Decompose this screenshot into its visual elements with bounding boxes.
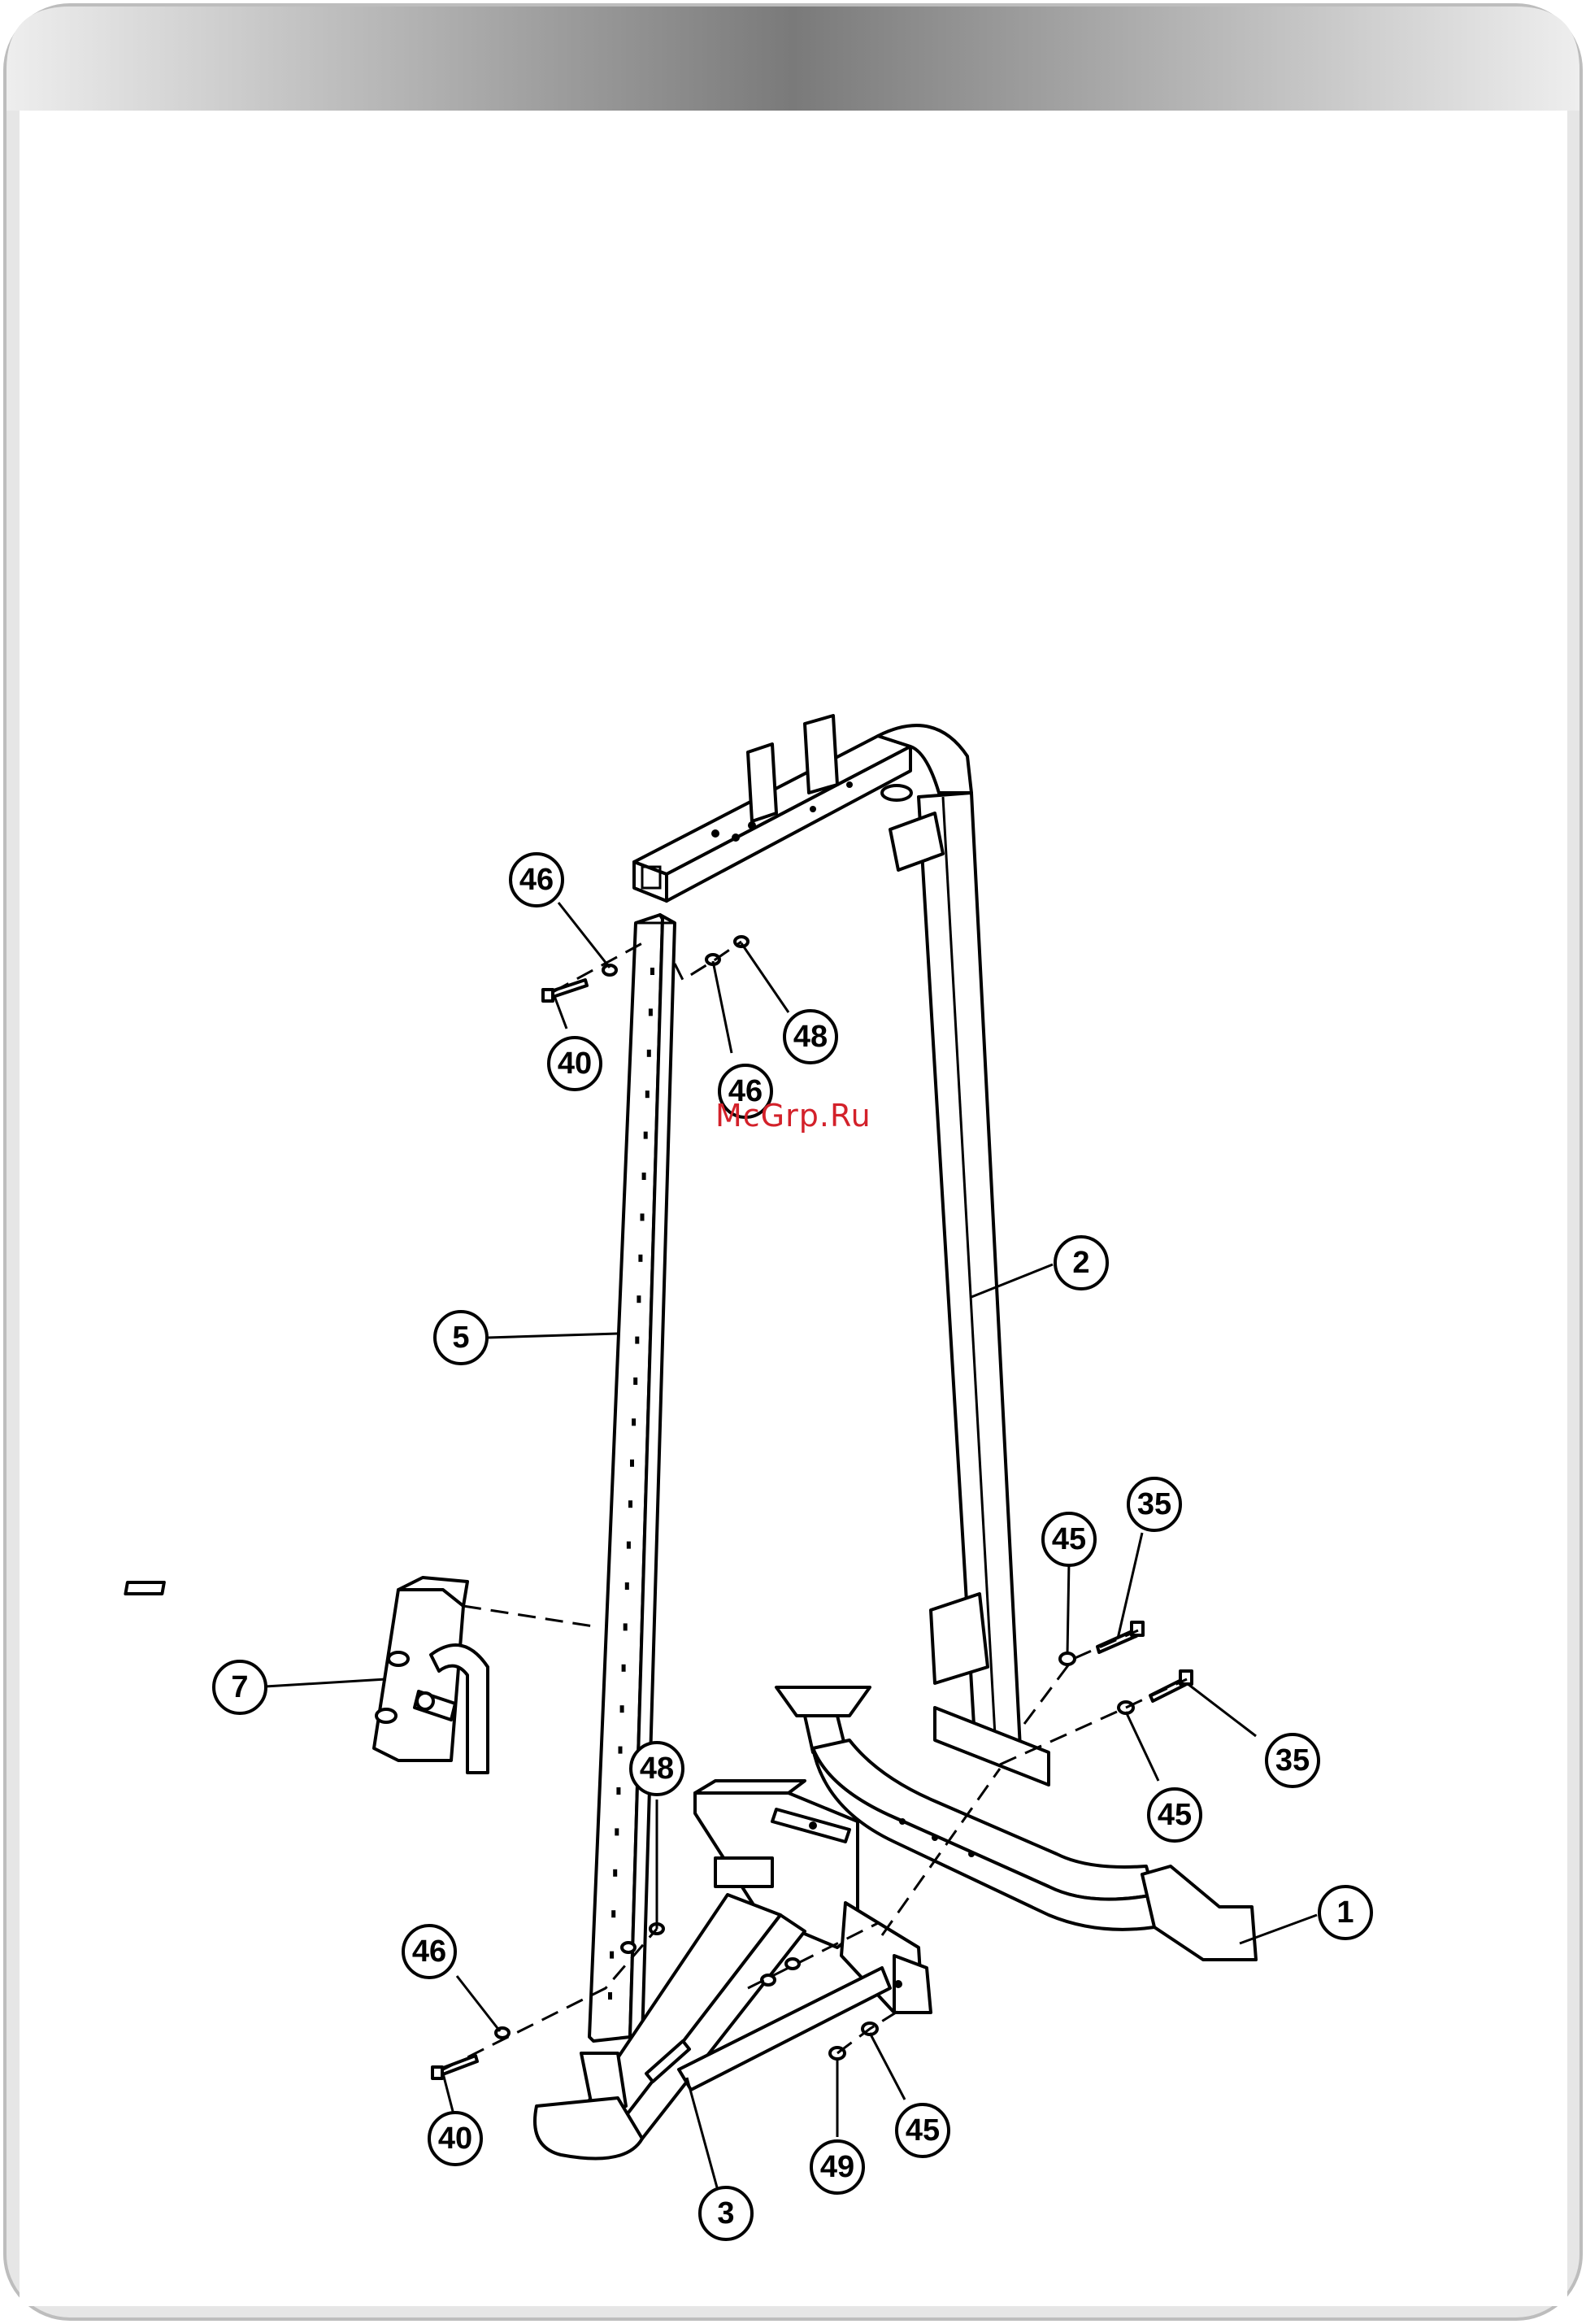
post-hole (641, 1213, 645, 1221)
svg-text:46: 46 (519, 863, 554, 897)
post-hole (622, 1665, 626, 1672)
post-hole (632, 1418, 636, 1425)
callout-48-top: 48 (784, 1011, 836, 1063)
callout-45-upper: 45 (1043, 1513, 1095, 1565)
callout-3: 3 (700, 2187, 752, 2239)
post-hole (615, 1828, 619, 1835)
post-hole (650, 968, 654, 975)
post-hole (620, 1705, 624, 1713)
post-hole (644, 1132, 648, 1139)
post-hole (611, 1910, 615, 1917)
post-hole (628, 1500, 632, 1508)
callout-5: 5 (435, 1312, 487, 1364)
svg-text:35: 35 (1137, 1487, 1171, 1521)
svg-text:45: 45 (906, 2113, 940, 2148)
svg-text:45: 45 (1052, 1522, 1086, 1556)
post-hole (647, 1050, 651, 1057)
svg-text:35: 35 (1275, 1743, 1310, 1778)
part-5-upright-post (589, 915, 675, 2041)
post-hole (645, 1090, 650, 1098)
post-hole (610, 1952, 614, 1959)
post-hole (627, 1542, 631, 1549)
callout-40-bottom: 40 (429, 2113, 481, 2165)
callout-48-lower: 48 (631, 1743, 683, 1795)
post-hole (638, 1255, 642, 1262)
post-hole (616, 1787, 620, 1795)
watermark-text: McGrp.Ru (715, 1098, 871, 1134)
svg-text:3: 3 (717, 2196, 734, 2230)
callout-7: 7 (214, 1661, 266, 1713)
svg-text:40: 40 (558, 1047, 592, 1081)
svg-text:49: 49 (820, 2150, 854, 2184)
post-hole (624, 1623, 628, 1630)
part-2-arch-frame (634, 716, 1049, 1785)
svg-text:2: 2 (1072, 1246, 1089, 1280)
svg-text:45: 45 (1158, 1798, 1192, 1832)
callout-46-bottom: 46 (403, 1926, 455, 1978)
svg-text:48: 48 (793, 1020, 828, 1054)
post-hole (635, 1337, 639, 1344)
callout-49: 49 (811, 2141, 863, 2193)
post-hole (613, 1869, 617, 1877)
part-7-carriage (125, 1578, 488, 1773)
svg-text:5: 5 (452, 1321, 469, 1355)
callout-35-lower: 35 (1267, 1734, 1319, 1787)
callout-46-top-left: 46 (511, 854, 563, 906)
callout-2: 2 (1055, 1237, 1107, 1289)
svg-text:48: 48 (640, 1752, 674, 1786)
post-hole (649, 1008, 653, 1016)
leader-lines (252, 903, 1317, 2187)
post-hole (630, 1460, 634, 1467)
callout-45-bottom: 45 (897, 2104, 949, 2156)
callout-1: 1 (1319, 1887, 1371, 1939)
callout-40-top: 40 (549, 1038, 601, 1090)
post-hole (625, 1582, 629, 1590)
svg-text:40: 40 (438, 2122, 472, 2156)
post-hole (633, 1377, 637, 1385)
svg-text:7: 7 (231, 1670, 248, 1704)
svg-text:46: 46 (412, 1934, 446, 1969)
post-hole (637, 1295, 641, 1303)
callout-45-middle: 45 (1149, 1789, 1201, 1841)
svg-text:1: 1 (1336, 1895, 1354, 1930)
callout-35-upper: 35 (1128, 1478, 1180, 1530)
post-hole (608, 1992, 612, 2000)
post-hole (642, 1173, 646, 1180)
post-hole (619, 1747, 623, 1754)
